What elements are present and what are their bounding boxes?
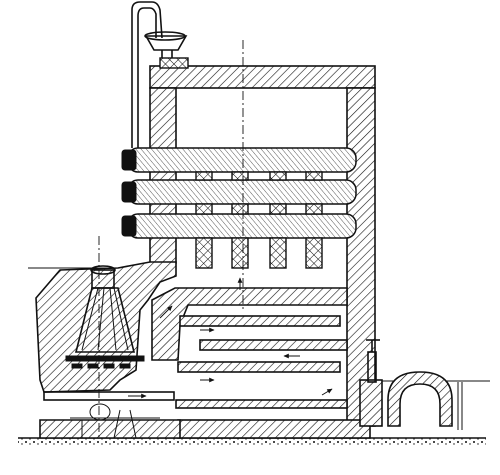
chimney-cap — [159, 57, 189, 69]
support-4 — [305, 237, 323, 269]
center-axes — [98, 40, 244, 438]
flow-arrows — [128, 277, 333, 399]
floor-left — [39, 419, 181, 439]
ash-pit — [43, 391, 175, 439]
bottom-slab — [177, 419, 371, 439]
header-1 — [121, 149, 137, 171]
header-2 — [121, 181, 137, 203]
header-3 — [121, 215, 137, 237]
right-wall — [346, 87, 376, 427]
baffle-4 — [175, 399, 348, 409]
baffle-3 — [177, 361, 341, 373]
flue-wall — [359, 379, 383, 427]
tube-row-2 — [127, 179, 357, 205]
baffle-1 — [179, 315, 341, 327]
top-slab — [149, 65, 376, 89]
steam-pipe — [131, 1, 188, 148]
tube-row-1 — [127, 147, 357, 173]
baffle-2 — [199, 339, 348, 351]
tube-row-3 — [127, 213, 357, 239]
support-2 — [231, 237, 249, 269]
arch — [387, 371, 453, 427]
grate — [65, 355, 145, 369]
upper-baffle — [151, 287, 348, 361]
tube-banks — [121, 147, 357, 269]
support-1 — [195, 237, 213, 269]
support-3 — [269, 237, 287, 269]
flue-arch — [359, 339, 463, 430]
